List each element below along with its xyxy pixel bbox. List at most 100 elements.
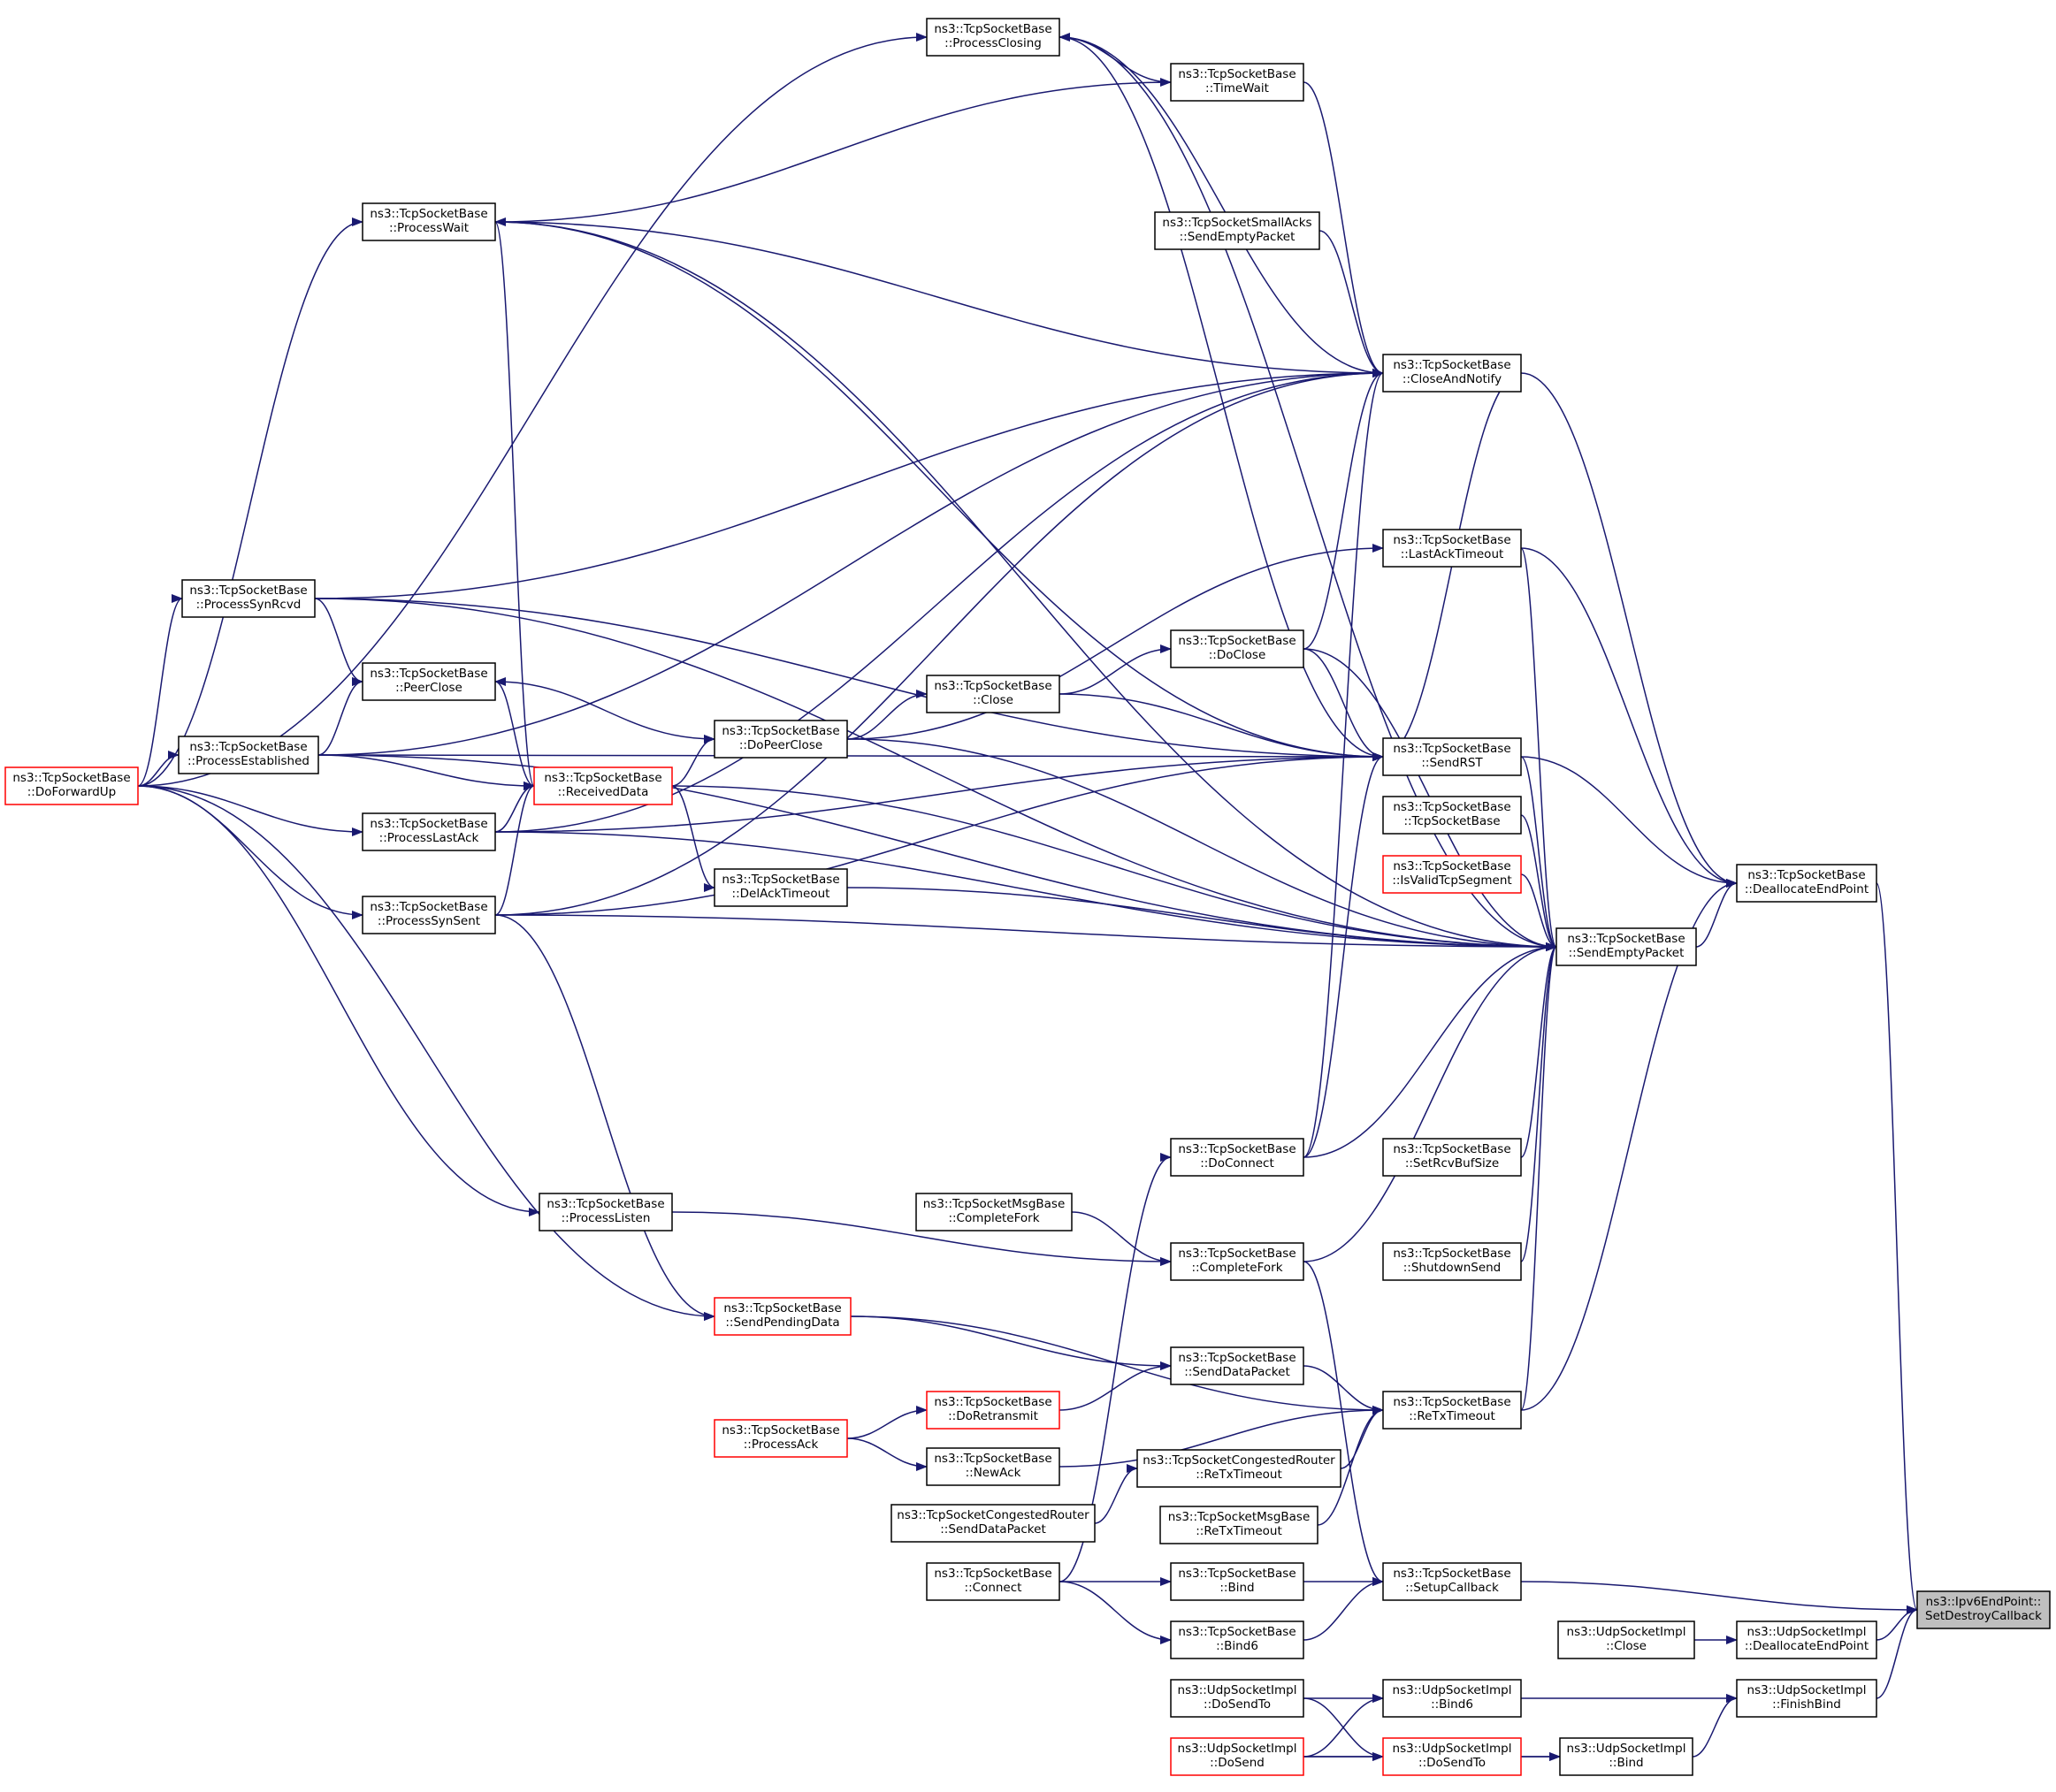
node-label-line2: ::ShutdownSend (1403, 1261, 1502, 1275)
node-box (1736, 1679, 1877, 1718)
node-label-line1: ns3::TcpSocketBase (934, 1567, 1051, 1581)
graph-node-isValidTcpSegment[interactable]: ns3::TcpSocketBase::IsValidTcpSegment (1382, 855, 1522, 894)
node-label-line1: ns3::UdpSocketImpl (1747, 1625, 1867, 1639)
edge-processEstablished-to-sendRST (317, 751, 1384, 761)
edge-bind6-to-setupCallback (1303, 1577, 1384, 1641)
graph-node-udpBind6[interactable]: ns3::UdpSocketImpl::Bind6 (1382, 1679, 1522, 1718)
graph-node-congSendDataPacket[interactable]: ns3::TcpSocketCongestedRouter::SendDataP… (890, 1504, 1096, 1543)
graph-node-sendDataPacket[interactable]: ns3::TcpSocketBase::SendDataPacket (1170, 1346, 1304, 1385)
graph-node-peerClose[interactable]: ns3::TcpSocketBase::PeerClose (362, 662, 496, 701)
graph-node-smallAcksSendEmpty[interactable]: ns3::TcpSocketSmallAcks::SendEmptyPacket (1154, 211, 1320, 250)
node-label-line1: ns3::TcpSocketBase (1178, 1247, 1296, 1261)
graph-node-doConnect[interactable]: ns3::TcpSocketBase::DoConnect (1170, 1138, 1304, 1177)
edge-msgBaseCompleteFork-to-completeFork (1071, 1211, 1172, 1266)
graph-node-root[interactable]: ns3::Ipv6EndPoint::SetDestroyCallback (1916, 1590, 2051, 1629)
edge-congSendDataPacket-to-congReTxTimeout (1094, 1464, 1138, 1524)
graph-node-congReTxTimeout[interactable]: ns3::TcpSocketCongestedRouter::ReTxTimeo… (1136, 1449, 1341, 1488)
node-label-line1: ns3::TcpSocketBase (1567, 932, 1685, 946)
node-label-line2: ::ProcessWait (389, 221, 469, 235)
graph-node-processListen[interactable]: ns3::TcpSocketBase::ProcessListen (539, 1193, 673, 1232)
graph-node-msgBaseReTxTimeout[interactable]: ns3::TcpSocketMsgBase::ReTxTimeout (1159, 1506, 1318, 1544)
graph-node-timeWait[interactable]: ns3::TcpSocketBase::TimeWait (1170, 63, 1304, 102)
edge-receivedData-to-processWait (494, 217, 535, 787)
graph-node-doForwardUp[interactable]: ns3::TcpSocketBase::DoForwardUp (4, 766, 139, 805)
graph-node-udpBind[interactable]: ns3::UdpSocketImpl::Bind (1559, 1737, 1693, 1776)
graph-node-msgBaseCompleteFork[interactable]: ns3::TcpSocketMsgBase::CompleteFork (915, 1193, 1073, 1232)
graph-node-udpDoSendTo2[interactable]: ns3::UdpSocketImpl::DoSendTo (1382, 1737, 1522, 1776)
edge-reTxTimeout-to-sendEmptyPacket (1520, 942, 1557, 1411)
graph-node-setRcvBufSize[interactable]: ns3::TcpSocketBase::SetRcvBufSize (1382, 1138, 1522, 1177)
node-label-line2: ::ReceivedData (558, 785, 649, 799)
node-label-line1: ns3::TcpSocketBase (370, 900, 487, 914)
edge-doForwardUp-to-processListen (137, 785, 540, 1216)
node-box (1557, 1620, 1695, 1659)
graph-node-close[interactable]: ns3::TcpSocketBase::Close (926, 675, 1060, 713)
edge-processLastAck-to-sendEmptyPacket (494, 831, 1557, 951)
graph-node-processWait[interactable]: ns3::TcpSocketBase::ProcessWait (362, 202, 496, 241)
node-label-line2: ::DoRetransmit (948, 1409, 1038, 1423)
node-box (1559, 1737, 1693, 1776)
graph-node-sendRST[interactable]: ns3::TcpSocketBase::SendRST (1382, 737, 1522, 776)
graph-node-deallocateEndPoint[interactable]: ns3::TcpSocketBase::DeallocateEndPoint (1736, 864, 1877, 903)
graph-node-closeAndNotify[interactable]: ns3::TcpSocketBase::CloseAndNotify (1382, 354, 1522, 393)
node-label-line1: ns3::TcpSocketBase (722, 724, 839, 738)
graph-node-lastAckTimeout[interactable]: ns3::TcpSocketBase::LastAckTimeout (1382, 529, 1522, 568)
edge-doForwardUp-to-processSynSent (137, 785, 363, 919)
node-box (926, 18, 1060, 57)
node-label-line1: ns3::TcpSocketBase (1747, 868, 1865, 882)
node-label-line2: ::DoClose (1209, 648, 1266, 662)
node-box (1382, 1737, 1522, 1776)
graph-node-doRetransmit[interactable]: ns3::TcpSocketBase::DoRetransmit (926, 1391, 1060, 1430)
graph-node-sendEmptyPacket[interactable]: ns3::TcpSocketBase::SendEmptyPacket (1555, 927, 1697, 966)
graph-node-udpClose[interactable]: ns3::UdpSocketImpl::Close (1557, 1620, 1695, 1659)
graph-node-udpDoSend[interactable]: ns3::UdpSocketImpl::DoSend (1170, 1737, 1304, 1776)
graph-node-udpDeallocate[interactable]: ns3::UdpSocketImpl::DeallocateEndPoint (1736, 1620, 1877, 1659)
node-label-line1: ns3::TcpSocketBase (370, 667, 487, 681)
node-box (1170, 1620, 1304, 1659)
graph-node-receivedData[interactable]: ns3::TcpSocketBase::ReceivedData (533, 766, 673, 805)
node-label-line1: ns3::TcpSocketBase (1393, 533, 1510, 547)
node-label-line1: ns3::TcpSocketBase (934, 22, 1051, 36)
graph-node-processSynRcvd[interactable]: ns3::TcpSocketBase::ProcessSynRcvd (181, 579, 316, 618)
graph-node-reTxTimeout[interactable]: ns3::TcpSocketBase::ReTxTimeout (1382, 1391, 1522, 1430)
node-label-line1: ns3::UdpSocketImpl (1747, 1683, 1867, 1697)
node-box (1382, 796, 1522, 835)
graph-node-newAck[interactable]: ns3::TcpSocketBase::NewAck (926, 1447, 1060, 1486)
graph-node-processAck[interactable]: ns3::TcpSocketBase::ProcessAck (714, 1419, 848, 1458)
graph-node-doClose[interactable]: ns3::TcpSocketBase::DoClose (1170, 629, 1304, 668)
node-label-line1: ns3::TcpSocketBase (1393, 1567, 1510, 1581)
graph-node-bind6[interactable]: ns3::TcpSocketBase::Bind6 (1170, 1620, 1304, 1659)
graph-node-completeFork[interactable]: ns3::TcpSocketBase::CompleteFork (1170, 1242, 1304, 1281)
edge-processSynSent-to-sendEmptyPacket (494, 914, 1557, 951)
edge-processSynSent-to-closeAndNotify (494, 369, 1384, 916)
node-label-line2: ::Connect (965, 1581, 1022, 1595)
graph-node-shutdownSend[interactable]: ns3::TcpSocketBase::ShutdownSend (1382, 1242, 1522, 1281)
node-label-line1: ns3::TcpSocketBase (934, 1452, 1051, 1466)
node-label-line2: ::ReTxTimeout (1196, 1524, 1282, 1538)
graph-node-connect[interactable]: ns3::TcpSocketBase::Connect (926, 1562, 1060, 1601)
node-label-line1: ns3::TcpSocketBase (370, 817, 487, 831)
graph-node-setupCallback[interactable]: ns3::TcpSocketBase::SetupCallback (1382, 1562, 1522, 1601)
node-box (1916, 1590, 2051, 1629)
graph-node-tcpSocketBase[interactable]: ns3::TcpSocketBase::TcpSocketBase (1382, 796, 1522, 835)
edge-completeFork-to-sendEmptyPacket (1303, 942, 1557, 1262)
edge-deallocateEndPoint-to-root (1876, 882, 1918, 1614)
graph-node-doPeerClose[interactable]: ns3::TcpSocketBase::DoPeerClose (714, 720, 848, 759)
graph-node-udpDoSendTo1[interactable]: ns3::UdpSocketImpl::DoSendTo (1170, 1679, 1304, 1718)
node-box (178, 736, 319, 774)
graph-node-udpFinishBind[interactable]: ns3::UdpSocketImpl::FinishBind (1736, 1679, 1877, 1718)
node-label-line2: ::DelAckTimeout (732, 887, 830, 901)
node-box (362, 812, 496, 851)
graph-node-processSynSent[interactable]: ns3::TcpSocketBase::ProcessSynSent (362, 896, 496, 934)
graph-node-sendPendingData[interactable]: ns3::TcpSocketBase::SendPendingData (714, 1297, 852, 1336)
graph-node-processClosing[interactable]: ns3::TcpSocketBase::ProcessClosing (926, 18, 1060, 57)
graph-node-delAckTimeout[interactable]: ns3::TcpSocketBase::DelAckTimeout (714, 868, 848, 907)
node-label-line2: ::SendDataPacket (1184, 1365, 1290, 1379)
graph-node-processLastAck[interactable]: ns3::TcpSocketBase::ProcessLastAck (362, 812, 496, 851)
edge-close-to-sendRST (1059, 693, 1384, 761)
node-box (362, 896, 496, 934)
edge-processClosing-to-closeAndNotify (1059, 36, 1384, 377)
graph-node-processEstablished[interactable]: ns3::TcpSocketBase::ProcessEstablished (178, 736, 319, 774)
node-box (362, 202, 496, 241)
graph-node-bind[interactable]: ns3::TcpSocketBase::Bind (1170, 1562, 1304, 1601)
